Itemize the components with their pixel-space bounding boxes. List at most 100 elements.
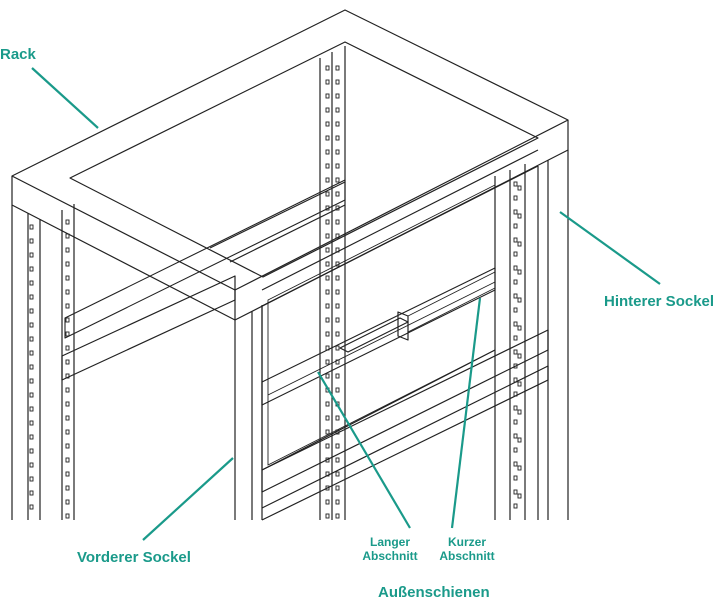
mounting-hole [517,465,522,471]
mounting-hole [335,163,340,169]
mounting-hole [513,293,518,299]
mounting-hole [29,252,34,258]
rear-right-post [494,164,526,520]
mounting-hole [513,475,518,481]
mounting-hole [325,233,330,239]
mounting-hole [325,177,330,183]
mounting-hole [325,499,330,505]
mounting-hole [325,219,330,225]
mounting-hole [335,331,340,337]
leader-front-base [142,457,234,541]
mounting-hole [325,261,330,267]
mounting-hole [335,191,340,197]
mounting-hole [335,429,340,435]
mounting-hole [325,275,330,281]
mounting-hole [513,489,518,495]
mounting-hole [65,415,70,421]
mounting-hole [517,269,522,275]
mounting-hole [513,405,518,411]
mounting-hole [335,107,340,113]
mounting-hole [513,279,518,285]
mounting-hole [513,447,518,453]
mounting-hole [325,163,330,169]
mounting-hole [65,429,70,435]
mounting-hole [335,289,340,295]
mounting-hole [325,485,330,491]
mounting-hole [513,349,518,355]
mounting-hole [65,289,70,295]
mounting-hole [29,322,34,328]
mounting-hole [335,79,340,85]
mounting-hole [29,490,34,496]
mounting-hole [29,462,34,468]
mounting-hole [513,503,518,509]
label-short-section: Kurzer Abschnitt [432,535,502,564]
mounting-hole [65,261,70,267]
mounting-hole [325,191,330,197]
leader-rack [31,67,99,129]
mounting-hole [517,437,522,443]
left-front-post [11,205,41,520]
label-short-section-line1: Kurzer [447,535,486,549]
mounting-hole [335,345,340,351]
mounting-hole [325,443,330,449]
mounting-hole [65,401,70,407]
mounting-hole [517,381,522,387]
mounting-hole [29,448,34,454]
mounting-hole [335,205,340,211]
mounting-hole [335,233,340,239]
mounting-hole [335,121,340,127]
leader-long-section [317,371,411,529]
mounting-hole [335,359,340,365]
mounting-hole [325,135,330,141]
mounting-hole [325,121,330,127]
mounting-hole [29,336,34,342]
mounting-hole [29,294,34,300]
mounting-hole [513,251,518,257]
mounting-hole [335,149,340,155]
mounting-hole [517,409,522,415]
mounting-hole [517,297,522,303]
mounting-hole [335,219,340,225]
mounting-hole [517,185,522,191]
mounting-hole [513,181,518,187]
mounting-hole [517,353,522,359]
mounting-hole [29,238,34,244]
mounting-hole [65,303,70,309]
lower-beam-left [61,275,236,381]
label-front-base: Vorderer Sockel [77,549,191,566]
mounting-hole [325,373,330,379]
mounting-hole [325,65,330,71]
mounting-hole [29,266,34,272]
mounting-hole [325,303,330,309]
mounting-hole [29,392,34,398]
mounting-hole [65,443,70,449]
mounting-hole [65,219,70,225]
mounting-hole [513,391,518,397]
mounting-hole [335,373,340,379]
front-center-post [234,306,263,520]
mounting-hole [335,499,340,505]
mounting-hole [325,429,330,435]
mounting-hole [335,317,340,323]
mounting-hole [325,345,330,351]
mounting-hole [29,224,34,230]
mounting-hole [325,359,330,365]
mounting-hole [517,241,522,247]
mounting-hole [65,373,70,379]
mounting-hole [65,247,70,253]
rear-rail [64,179,346,339]
mounting-hole [325,331,330,337]
mounting-hole [65,457,70,463]
label-long-section-line1: Langer [369,535,410,549]
mounting-hole [65,499,70,505]
mounting-hole [335,457,340,463]
mounting-hole [513,461,518,467]
mounting-hole [513,321,518,327]
mounting-hole [335,247,340,253]
mounting-hole [29,280,34,286]
mounting-hole [325,79,330,85]
mounting-hole [65,275,70,281]
mounting-hole [325,205,330,211]
